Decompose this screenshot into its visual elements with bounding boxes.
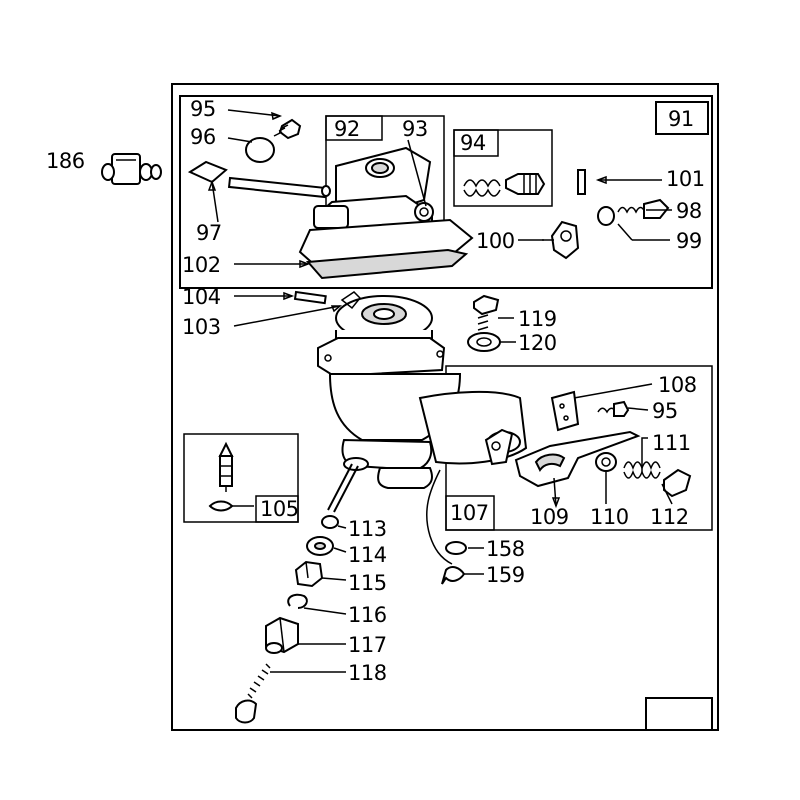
callout-101: 101 xyxy=(666,167,705,191)
callout-110: 110 xyxy=(590,505,629,529)
part-102-gasket xyxy=(305,248,469,280)
callout-109: 109 xyxy=(530,505,569,529)
part-158-washer xyxy=(445,541,467,555)
callout-box-90 xyxy=(645,697,713,731)
callout-104: 104 xyxy=(182,285,221,309)
drain-line xyxy=(426,469,453,565)
callout-159: 159 xyxy=(486,563,525,587)
part-159-clip xyxy=(441,566,466,585)
callout-box-92 xyxy=(325,115,383,141)
part-114-washer xyxy=(306,536,334,556)
callout-95-lower: 95 xyxy=(652,399,678,423)
part-101-pin xyxy=(577,169,586,195)
part-99-washer xyxy=(597,206,615,226)
main-assembly-frame xyxy=(171,83,719,731)
callout-103: 103 xyxy=(182,315,221,339)
callout-99: 99 xyxy=(676,229,702,253)
part-112-nut xyxy=(663,468,692,498)
callout-box-105 xyxy=(255,495,299,523)
callout-114: 114 xyxy=(348,543,387,567)
part-108-bracket xyxy=(550,390,580,432)
callout-111: 111 xyxy=(652,431,691,455)
inlet-valve-inset-frame xyxy=(453,129,553,207)
callout-93: 93 xyxy=(402,117,428,141)
part-95-screw-upper xyxy=(273,118,302,140)
callout-120: 120 xyxy=(518,331,557,355)
callout-186: 186 xyxy=(46,149,85,173)
callout-113: 113 xyxy=(348,517,387,541)
callout-108: 108 xyxy=(658,373,697,397)
callout-117: 117 xyxy=(348,633,387,657)
callout-158: 158 xyxy=(486,537,525,561)
callout-box-94 xyxy=(453,129,499,157)
callout-96: 96 xyxy=(190,125,216,149)
callout-97: 97 xyxy=(196,221,222,245)
callout-118: 118 xyxy=(348,661,387,685)
callout-115: 115 xyxy=(348,571,387,595)
part-100-idle-adjuster xyxy=(542,220,580,260)
callout-94: 94 xyxy=(460,131,486,155)
part-109-float-lever xyxy=(484,428,641,488)
part-97-throttle-shaft xyxy=(187,160,331,199)
part-92-throttle-body xyxy=(298,146,474,270)
needle-valve-inset-frame xyxy=(183,433,299,523)
part-105-needle-valve xyxy=(208,441,254,512)
part-118-needle-screw xyxy=(235,663,271,724)
callout-116: 116 xyxy=(348,603,387,627)
callout-92: 92 xyxy=(334,117,360,141)
part-104-pin xyxy=(293,290,327,305)
callout-98: 98 xyxy=(676,199,702,223)
callout-box-107 xyxy=(445,495,495,531)
callout-100: 100 xyxy=(476,229,515,253)
part-116-spring-clip xyxy=(287,593,308,609)
part-float-bowl-body xyxy=(317,295,528,489)
callout-91: 91 xyxy=(668,107,694,131)
part-98-adjust-screw xyxy=(617,198,670,219)
part-120-washer xyxy=(467,332,501,352)
part-94-inlet-valve xyxy=(463,173,546,197)
callout-102: 102 xyxy=(182,253,221,277)
part-main-jet-tube xyxy=(327,463,359,513)
upper-subassembly-frame xyxy=(179,95,713,289)
part-186-fitting xyxy=(101,153,162,185)
part-95-screw-lower xyxy=(597,400,630,417)
callout-107: 107 xyxy=(450,501,489,525)
callout-95-upper: 95 xyxy=(190,97,216,121)
callout-119: 119 xyxy=(518,307,557,331)
part-96-throttle-plate xyxy=(245,137,275,163)
callout-box-91 xyxy=(655,101,709,135)
callout-112: 112 xyxy=(650,505,689,529)
part-117-jet-nut xyxy=(265,616,299,654)
part-115-nut xyxy=(294,560,324,588)
part-119-screw xyxy=(473,294,500,331)
callout-105: 105 xyxy=(260,497,299,521)
part-113-gasket xyxy=(321,515,339,529)
part-110-washer xyxy=(595,452,617,472)
leader-lines xyxy=(207,109,673,673)
